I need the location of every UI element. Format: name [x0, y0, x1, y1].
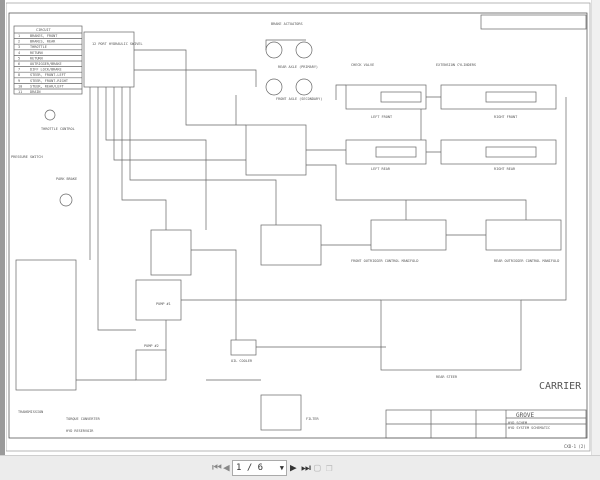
port-circuit: STEER, FRONT-LEFT: [30, 73, 67, 77]
port-circuit: RETURN: [30, 51, 43, 55]
port-number: 10: [18, 84, 22, 88]
dwg-number: CXD-1 (2): [564, 444, 586, 449]
last-page-icon[interactable]: ⏭: [301, 461, 311, 474]
pump1-label: PUMP #1: [156, 302, 171, 306]
port-number: 9: [18, 79, 20, 83]
port-table-title: CIRCUIT: [36, 28, 52, 32]
filter-label: FILTER: [306, 417, 320, 421]
port-circuit: STEER, REAR/LEFT: [30, 84, 65, 88]
hyd-schem-label: HYD SCHEM: [508, 421, 527, 425]
view-single-icon[interactable]: ▢: [314, 461, 321, 474]
port-number: 11: [18, 90, 22, 94]
first-page-icon[interactable]: ⏮: [212, 461, 222, 474]
port-number: 7: [18, 68, 20, 72]
manifold-label: 12 PORT HYDRAULIC SWIVEL: [92, 42, 143, 46]
port-number: 5: [18, 56, 20, 60]
extension-cyl-label: EXTENSION CYLINDERS: [436, 63, 476, 67]
reservoir-label: HYD RESERVOIR: [66, 429, 94, 433]
rear-outrigger-label: REAR OUTRIGGER CONTROL MANIFOLD: [494, 259, 559, 263]
port-number: 2: [18, 40, 20, 44]
port-circuit: DIFF LOCK/BRAKE: [30, 68, 62, 72]
park-brake-label: PARK BRAKE: [56, 177, 77, 181]
transmission-label: TRANSMISSION: [18, 410, 43, 414]
page-value: 1 / 6: [236, 463, 264, 473]
brand-label: GROVE: [516, 412, 534, 419]
port-circuit: BRAKES, FRONT: [30, 34, 58, 38]
pump2-label: PUMP #2: [144, 344, 159, 348]
rear-axle-label: REAR AXLE (PRIMARY): [278, 65, 318, 69]
vertical-scrollbar[interactable]: [591, 0, 600, 455]
right-rear-label: RIGHT REAR: [494, 167, 516, 171]
port-circuit: RETURN: [30, 56, 43, 60]
drawing-title: HYD SYSTEM SCHEMATIC: [508, 426, 550, 430]
page-selector[interactable]: 1 / 6 ▼: [232, 460, 287, 476]
throttle-label: THROTTLE CONTROL: [41, 127, 75, 131]
port-number: 6: [18, 62, 20, 66]
torque-converter-label: TORQUE CONVERTER: [66, 417, 101, 421]
right-front-label: RIGHT FRONT: [494, 115, 518, 119]
left-front-label: LEFT FRONT: [371, 115, 393, 119]
port-number: 4: [18, 51, 20, 55]
view-double-icon[interactable]: ❐: [326, 461, 333, 474]
pressure-switch-label: PRESSURE SWITCH: [11, 155, 43, 159]
prev-page-icon[interactable]: ◀: [223, 461, 230, 474]
next-page-icon[interactable]: ▶: [290, 461, 297, 474]
chevron-down-icon: ▼: [279, 464, 284, 472]
side-panel-edge: [0, 0, 5, 455]
carrier-watermark: CARRIER: [539, 381, 582, 392]
port-circuit: BRAKES, REAR: [30, 40, 56, 44]
front-axle-label: FRONT AXLE (SECONDARY): [276, 97, 322, 101]
cooler-label: OIL COOLER: [231, 359, 253, 363]
port-number: 3: [18, 45, 20, 49]
port-circuit: STEER, FRONT-RIGHT: [30, 79, 69, 83]
check-valve-label: CHECK VALVE: [351, 63, 374, 67]
port-circuit: THROTTLE: [30, 45, 47, 49]
front-outrigger-label: FRONT OUTRIGGER CONTROL MANIFOLD: [351, 259, 418, 263]
port-circuit: DRAIN: [30, 90, 41, 94]
left-rear-label: LEFT REAR: [371, 167, 391, 171]
port-circuit: OUTRIGGER/BRAKE: [30, 62, 62, 66]
rear-steer-label: REAR STEER: [436, 375, 458, 379]
port-number: 8: [18, 73, 20, 77]
brake-actuators-label: BRAKE ACTUATORS: [271, 22, 303, 26]
port-number: 1: [18, 34, 20, 38]
pdf-toolbar: ⏮ ◀ 1 / 6 ▼ ▶ ⏭ ▢ ❐: [0, 455, 600, 480]
